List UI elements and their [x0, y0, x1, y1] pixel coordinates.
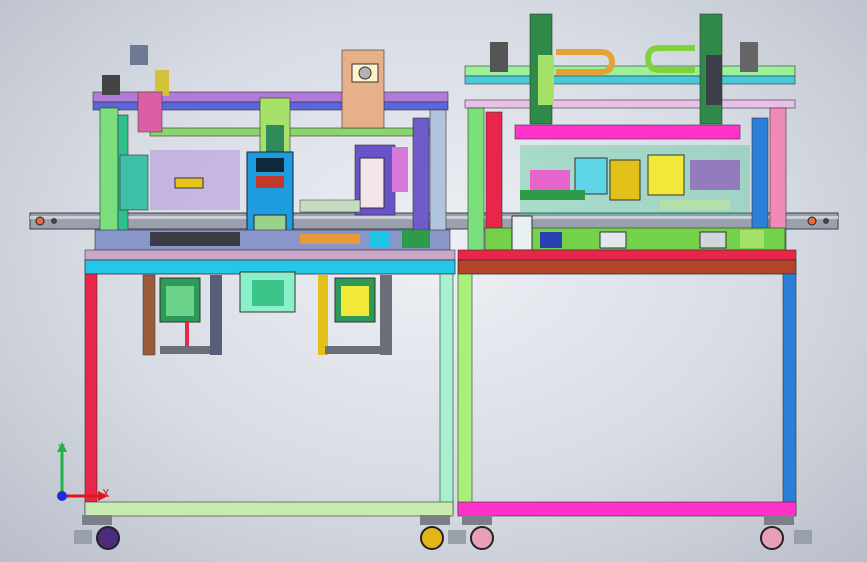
y-axis-label: Y [58, 442, 65, 455]
right-table-top [457, 249, 797, 261]
coordinate-triad: X Y [52, 440, 122, 510]
left-table-frame [74, 273, 466, 550]
x-axis-label: X [102, 487, 110, 500]
left-motors [142, 271, 392, 356]
left-table-top [84, 249, 456, 261]
axis-arrows-icon [57, 442, 108, 501]
left-upper-frame [92, 45, 451, 251]
right-upper-frame [464, 13, 796, 254]
right-table-frame [457, 273, 812, 550]
